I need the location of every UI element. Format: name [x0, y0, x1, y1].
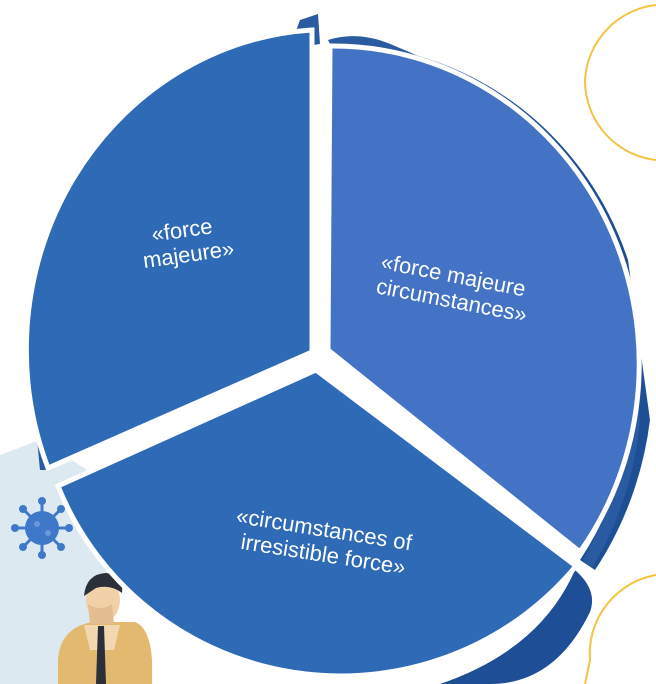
worried-person-illustration [58, 573, 152, 684]
decor-arc-top [583, 4, 656, 161]
virus-icon [11, 497, 73, 559]
decor-arc-bottom [584, 574, 656, 684]
segment-irresistible-force [54, 367, 580, 679]
segment-force-majeure-circumstances [325, 43, 642, 556]
pie-depth-bottom [440, 570, 593, 684]
segment-force-majeure [23, 27, 315, 472]
pie-depth-top [330, 43, 650, 571]
